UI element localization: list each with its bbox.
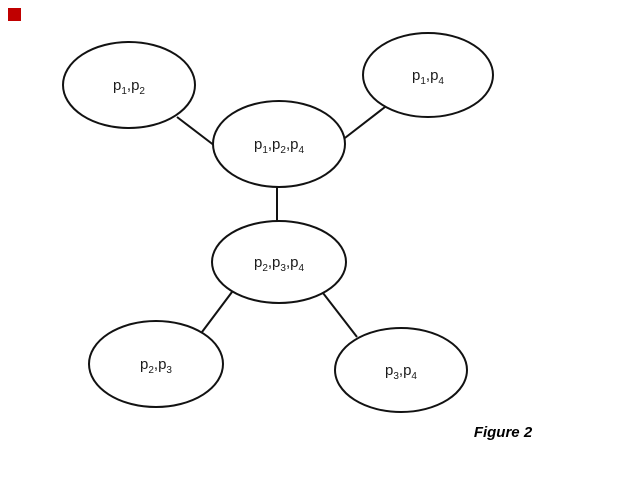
graph-node-n2: p1,p4 <box>362 32 494 118</box>
node-label: p3,p4 <box>385 362 417 382</box>
node-ellipse <box>62 41 196 129</box>
graph-edge-n4-n5 <box>201 291 233 333</box>
node-label: p1,p2 <box>113 77 145 97</box>
graph-node-n4: p2,p3,p4 <box>211 220 347 304</box>
node-ellipse <box>212 100 346 188</box>
graph-node-n6: p3,p4 <box>334 327 468 413</box>
graph-node-n1: p1,p2 <box>62 41 196 129</box>
graph-node-n3: p1,p2,p4 <box>212 100 346 188</box>
graph-edge-n1-n3 <box>176 116 216 147</box>
node-ellipse <box>362 32 494 118</box>
node-ellipse <box>88 320 224 408</box>
node-label: p1,p4 <box>412 67 444 87</box>
node-label: p2,p3,p4 <box>254 254 305 274</box>
graph-edge-n4-n6 <box>322 292 358 338</box>
graph-node-n5: p2,p3 <box>88 320 224 408</box>
node-label: p1,p2,p4 <box>254 136 305 156</box>
graph-edge-n2-n3 <box>340 106 386 142</box>
node-ellipse <box>211 220 347 304</box>
figure-caption: Figure 2 <box>473 424 533 441</box>
slide-accent-square <box>8 8 21 21</box>
node-ellipse <box>334 327 468 413</box>
node-label: p2,p3 <box>140 356 172 376</box>
